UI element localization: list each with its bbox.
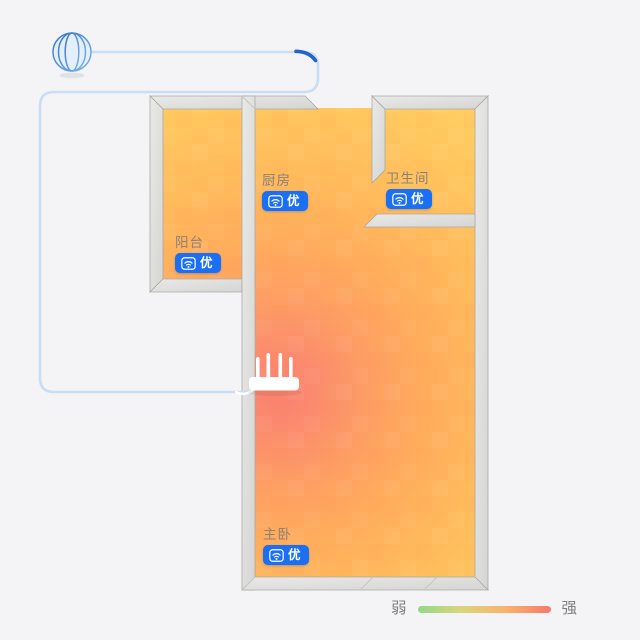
room-tag-balcony: 阳台 优 (175, 235, 221, 273)
wall (241, 95, 256, 591)
room-name: 阳台 (175, 235, 204, 250)
room-tag-master-bedroom: 主卧 优 (263, 527, 309, 565)
wall (371, 95, 386, 184)
signal-level: 优 (200, 256, 213, 270)
wifi-icon (268, 194, 283, 208)
wall-bevel-lines (241, 95, 438, 591)
signal-level: 优 (288, 548, 301, 562)
globe-shadow (59, 72, 85, 79)
internet-globe-icon (52, 32, 92, 79)
signal-badge[interactable]: 优 (263, 545, 309, 565)
wall (149, 95, 319, 110)
room-tag-kitchen: 厨房 优 (262, 173, 308, 211)
signal-level: 优 (411, 192, 424, 206)
wall (474, 95, 489, 591)
legend-strong-label: 强 (561, 600, 578, 617)
wall (149, 95, 164, 293)
room-name: 厨房 (262, 173, 291, 188)
legend-gradient-bar (417, 605, 551, 613)
wifi-icon (269, 548, 284, 562)
router-shadow (248, 389, 302, 396)
signal-badge[interactable]: 优 (386, 189, 432, 209)
floorplan-walls (149, 95, 489, 591)
wifi-icon (392, 192, 407, 206)
cable-flow-accent (294, 49, 318, 63)
room-name: 主卧 (263, 527, 292, 542)
cable-line (38, 50, 320, 394)
room-name: 卫生间 (386, 171, 430, 186)
room-tag-bathroom: 卫生间 优 (386, 171, 432, 209)
router-cable (234, 389, 254, 395)
wall (241, 576, 489, 591)
wall (371, 95, 489, 110)
router-body (249, 377, 299, 391)
signal-level: 优 (287, 194, 300, 208)
wall (363, 213, 476, 228)
wall (149, 278, 243, 293)
internet-cable (38, 49, 320, 394)
signal-legend: 弱 强 (391, 599, 577, 619)
legend-weak-label: 弱 (391, 600, 407, 617)
router-antennas (256, 353, 293, 380)
router-icon[interactable] (234, 353, 302, 396)
signal-badge[interactable]: 优 (262, 191, 308, 211)
signal-badge[interactable]: 优 (175, 253, 221, 273)
wifi-icon (181, 256, 196, 270)
